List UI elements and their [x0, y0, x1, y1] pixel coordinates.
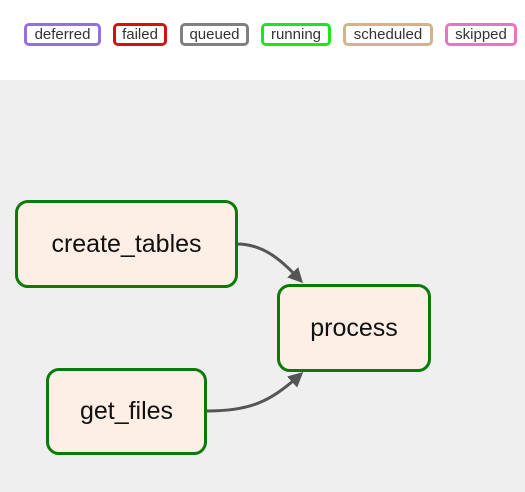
legend-item-deferred[interactable]: deferred: [24, 23, 101, 46]
task-node-process[interactable]: process: [277, 284, 431, 372]
task-label: get_files: [79, 397, 174, 425]
legend-item-failed[interactable]: failed: [113, 23, 167, 46]
task-label: create_tables: [51, 229, 202, 258]
legend-item-scheduled[interactable]: scheduled: [343, 23, 433, 46]
task-node-get-files[interactable]: get_files: [46, 368, 207, 455]
legend-item-queued[interactable]: queued: [180, 23, 249, 46]
legend-item-skipped[interactable]: skipped: [445, 23, 517, 46]
edge-get-files-to-process: [206, 371, 304, 413]
legend-item-running[interactable]: running: [261, 23, 331, 46]
task-label: process: [310, 313, 398, 342]
edge-create-tables-to-process: [236, 242, 304, 284]
task-node-create-tables[interactable]: create_tables: [15, 200, 238, 288]
state-legend: deferred failed queued running scheduled…: [0, 0, 525, 80]
